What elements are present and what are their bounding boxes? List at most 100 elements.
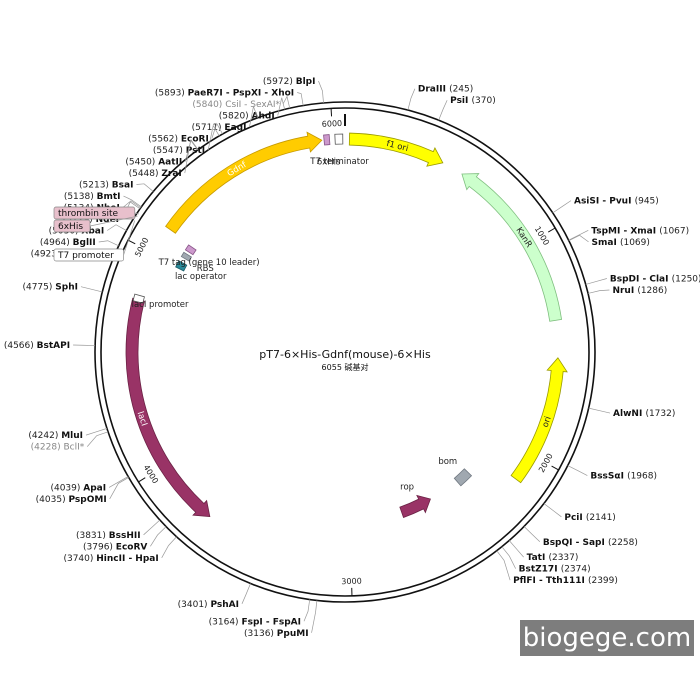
site-pos: (1069) bbox=[620, 238, 650, 248]
site-leader-bstapi bbox=[73, 344, 96, 346]
site-name: EagI bbox=[224, 123, 246, 133]
site-leader-pcii bbox=[543, 503, 562, 518]
site-name: PshAI bbox=[210, 600, 239, 610]
feature-label-t7-tag-gene-10-leader: T7 tag (gene 10 leader) bbox=[158, 258, 260, 268]
site-name: EcoRV bbox=[116, 542, 148, 552]
site-pos: (4775) bbox=[22, 283, 55, 293]
site-leader-bstz17i bbox=[501, 546, 516, 569]
feature-label-lac-operator: lac operator bbox=[175, 272, 227, 282]
site-name: AatII bbox=[158, 158, 182, 168]
site-leader-zrai bbox=[184, 139, 199, 174]
feature-ori bbox=[510, 357, 568, 484]
site-label-bspqi-sapi: BspQI - SapI (2258) bbox=[543, 538, 638, 548]
feature-lac-operator bbox=[175, 260, 188, 272]
site-label-ahdi: (5820) AhdI bbox=[219, 112, 275, 122]
site-label-tspmi-xmai: TspMI - XmaI (1067) bbox=[591, 226, 689, 236]
site-label-bstapi: (4566) BstAPI bbox=[4, 341, 70, 351]
site-name: NruI bbox=[612, 286, 637, 296]
inner-ring bbox=[100, 107, 590, 597]
site-label-sphi: (4775) SphI bbox=[22, 283, 77, 293]
tick-2000 bbox=[551, 465, 559, 471]
site-pos: (4035) bbox=[36, 495, 69, 505]
feature-bom bbox=[453, 468, 473, 487]
site-name: SmaI bbox=[592, 238, 620, 248]
site-label-asisi-pvui: AsiSI - PvuI (945) bbox=[574, 197, 659, 207]
feature-laci bbox=[125, 297, 211, 518]
sites-layer: (5972) BlpI(5893) PaeR7I - PspXI - XhoI(… bbox=[4, 77, 700, 639]
site-leader-bspqi-sapi bbox=[523, 526, 541, 543]
site-pos: (5972) bbox=[263, 77, 296, 87]
site-name: AhdI bbox=[252, 112, 275, 122]
site-leader-bsai bbox=[136, 183, 154, 192]
site-name: EcoRI bbox=[181, 135, 209, 145]
site-label-csii-sexai: (5840) CsiI - SexAI* bbox=[192, 100, 280, 110]
site-name: AlwNI bbox=[613, 409, 645, 419]
site-pos: (4242) bbox=[28, 431, 61, 441]
site-leader-bsshii bbox=[143, 519, 161, 536]
tick-label-3000: 3000 bbox=[341, 577, 362, 587]
site-label-draiii: DraIII (245) bbox=[418, 85, 473, 95]
site-pos: (245) bbox=[449, 85, 473, 95]
site-name: PciI bbox=[564, 513, 586, 523]
site-leader-tati bbox=[508, 540, 524, 558]
site-leader-draiii bbox=[407, 88, 416, 111]
site-name: SphI bbox=[55, 283, 78, 293]
feature-gdnf bbox=[165, 131, 323, 234]
site-name: BlpI bbox=[296, 77, 316, 87]
site-name: HincII - HpaI bbox=[96, 554, 158, 564]
plasmid-length: 6055 碱基对 bbox=[322, 362, 369, 372]
site-label-psii: PsiI (370) bbox=[450, 96, 496, 106]
site-label-bglii: (4964) BglII bbox=[40, 238, 96, 248]
site-label-ppumi: (3136) PpuMI bbox=[244, 629, 309, 639]
site-label-pcii: PciI (2141) bbox=[564, 513, 615, 523]
site-name: BmtI bbox=[97, 192, 121, 202]
feature-label-kanr: KanR bbox=[513, 226, 533, 250]
site-pos: (5138) bbox=[64, 192, 97, 202]
callout-leader-6xhis bbox=[89, 215, 138, 227]
feature-label-t7-terminator: T7 terminator bbox=[309, 157, 369, 167]
feature-label-bom: bom bbox=[438, 457, 457, 467]
site-label-fspi-fspai: (3164) FspI - FspAI bbox=[209, 617, 301, 627]
site-pos: (3164) bbox=[209, 617, 242, 627]
feature-t7-terminator bbox=[334, 133, 344, 145]
tick-label-5000: 5000 bbox=[133, 236, 150, 258]
site-label-ecori: (5562) EcoRI bbox=[148, 135, 209, 145]
site-label-eagi: (5711) EagI bbox=[192, 123, 247, 133]
feature-t7-tag-gene-10-leader bbox=[184, 244, 197, 256]
site-name: ZraI bbox=[161, 169, 181, 179]
site-leader-ecorv bbox=[150, 526, 167, 547]
plasmid-name: pT7-6×His-Gdnf(mouse)-6×His bbox=[259, 348, 431, 361]
site-pos: (3796) bbox=[83, 542, 116, 552]
site-leader-sphi bbox=[80, 286, 103, 293]
site-label-smai: SmaI (1069) bbox=[592, 238, 650, 248]
site-leader-bcli bbox=[86, 431, 109, 447]
site-pos: (1286) bbox=[637, 286, 667, 296]
callout-leader-thrombin-site bbox=[134, 212, 140, 215]
site-pos: (3136) bbox=[244, 629, 277, 639]
site-name: TatI bbox=[527, 553, 549, 563]
site-name: BglII bbox=[73, 238, 96, 248]
tick-label-2000: 2000 bbox=[537, 452, 555, 474]
site-leader-ahdi bbox=[277, 97, 285, 116]
feature-kanr bbox=[461, 173, 563, 322]
site-leader-bglii bbox=[98, 240, 119, 247]
site-pos: (5213) bbox=[79, 181, 112, 191]
site-label-bstz17i: BstZ17I (2374) bbox=[519, 565, 591, 575]
site-leader-csii-sexai bbox=[282, 95, 291, 109]
site-name: NdeI bbox=[96, 215, 119, 225]
feature-rop bbox=[399, 494, 431, 518]
site-name: PflFI - Tth111I bbox=[513, 576, 588, 586]
callout-label-thrombin-site: thrombin site bbox=[58, 209, 119, 219]
tick-label-4000: 4000 bbox=[142, 463, 160, 485]
site-label-ecorv: (3796) EcoRV bbox=[83, 542, 147, 552]
site-label-bsss-i: BssSαI (1968) bbox=[590, 472, 657, 482]
site-pos: (4964) bbox=[40, 238, 73, 248]
site-pos: (2337) bbox=[548, 553, 578, 563]
callout-label-6xhis: 6xHis bbox=[58, 222, 83, 232]
site-leader-aatii bbox=[184, 139, 199, 162]
site-leader-psii bbox=[438, 100, 448, 121]
site-name: DraIII bbox=[418, 85, 449, 95]
site-leader-apai bbox=[108, 476, 129, 488]
site-pos: (4923) bbox=[31, 250, 64, 260]
